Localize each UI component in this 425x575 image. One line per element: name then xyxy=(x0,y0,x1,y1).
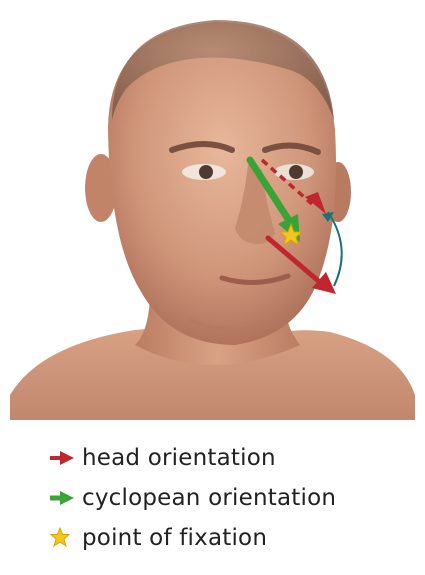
legend-label-point-of-fixation: point of fixation xyxy=(82,525,267,551)
yellow-star-icon xyxy=(48,524,82,552)
legend-item-head-orientation: head orientation xyxy=(48,438,418,478)
right-iris xyxy=(289,165,303,179)
left-iris xyxy=(199,165,213,179)
legend-label-cyclopean-orientation: cyclopean orientation xyxy=(82,485,336,511)
legend-item-point-of-fixation: point of fixation xyxy=(48,518,418,558)
legend: head orientation cyclopean orientation p… xyxy=(48,438,418,558)
head-orientation-figure xyxy=(0,0,425,430)
green-arrow-icon xyxy=(48,484,82,512)
legend-label-head-orientation: head orientation xyxy=(82,445,276,471)
head-illustration xyxy=(0,0,425,430)
legend-item-cyclopean-orientation: cyclopean orientation xyxy=(48,478,418,518)
red-arrow-icon xyxy=(48,444,82,472)
